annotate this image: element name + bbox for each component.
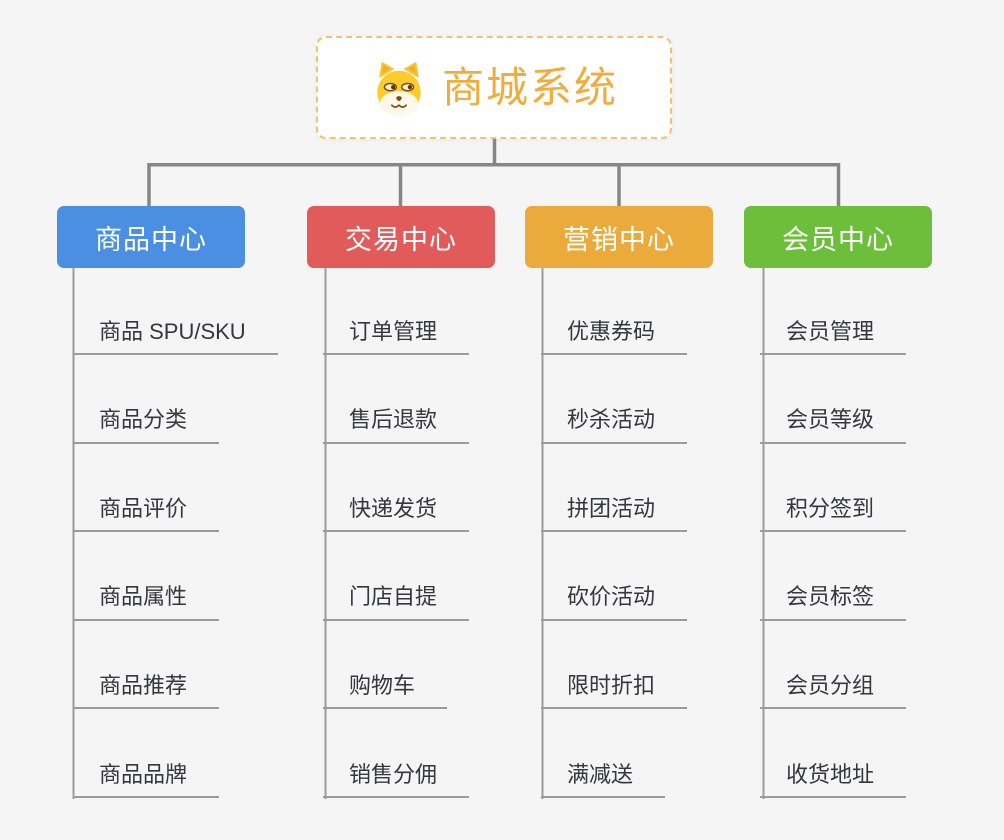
topic-node[interactable]: 会员等级 <box>760 407 907 444</box>
branch-header-product-center[interactable]: 商品中心 <box>57 206 245 268</box>
branch-label: 营销中心 <box>563 224 675 255</box>
topic-node[interactable]: 商品品牌 <box>73 762 220 798</box>
topic-node[interactable]: 会员管理 <box>760 319 907 355</box>
topic-node[interactable]: 秒杀活动 <box>541 407 688 444</box>
topic-node[interactable]: 会员分组 <box>760 673 907 710</box>
topic-node[interactable]: 购物车 <box>323 673 448 710</box>
topic-node[interactable]: 门店自提 <box>323 584 470 621</box>
topic-node[interactable]: 砍价活动 <box>541 584 688 621</box>
topic-node[interactable]: 商品评价 <box>73 496 220 533</box>
topic-node[interactable]: 满减送 <box>541 762 666 798</box>
branch-trade-center: 交易中心 订单管理 售后退款 快递发货 门店自提 购物车 销售分佣 <box>307 206 495 798</box>
branch-header-marketing-center[interactable]: 营销中心 <box>525 206 713 268</box>
topic-node[interactable]: 商品 SPU/SKU <box>73 319 278 355</box>
branch-product-center: 商品中心 商品 SPU/SKU 商品分类 商品评价 商品属性 商品推荐 商品品牌 <box>57 206 278 798</box>
branch-label: 交易中心 <box>345 224 457 255</box>
shiba-dog-icon <box>377 61 421 116</box>
topic-node[interactable]: 优惠券码 <box>541 319 688 355</box>
topic-node[interactable]: 拼团活动 <box>541 496 688 533</box>
branch-rail-line <box>147 163 841 207</box>
root-topic-title: 商城系统 <box>441 63 618 111</box>
topic-node[interactable]: 收货地址 <box>760 762 907 798</box>
topic-node[interactable]: 售后退款 <box>323 407 470 444</box>
branch-leaves: 优惠券码 秒杀活动 拼团活动 砍价活动 限时折扣 满减送 <box>541 269 688 798</box>
branch-leaves: 商品 SPU/SKU 商品分类 商品评价 商品属性 商品推荐 商品品牌 <box>73 269 278 798</box>
branch-leaves: 会员管理 会员等级 积分签到 会员标签 会员分组 收货地址 <box>760 269 907 798</box>
branch-label: 会员中心 <box>782 224 894 255</box>
topic-node[interactable]: 商品分类 <box>73 407 220 444</box>
branch-header-trade-center[interactable]: 交易中心 <box>307 206 495 268</box>
topic-node[interactable]: 销售分佣 <box>323 762 470 798</box>
branch-marketing-center: 营销中心 优惠券码 秒杀活动 拼团活动 砍价活动 限时折扣 满减送 <box>525 206 713 798</box>
branch-label: 商品中心 <box>95 224 207 255</box>
topic-node[interactable]: 商品推荐 <box>73 673 220 710</box>
topic-node[interactable]: 限时折扣 <box>541 673 688 710</box>
topic-node[interactable]: 快递发货 <box>323 496 470 533</box>
topic-node[interactable]: 积分签到 <box>760 496 907 533</box>
branch-leaves: 订单管理 售后退款 快递发货 门店自提 购物车 销售分佣 <box>323 269 470 798</box>
root-topic-node[interactable]: 商城系统 <box>316 36 672 139</box>
branch-header-member-center[interactable]: 会员中心 <box>744 206 932 268</box>
branch-member-center: 会员中心 会员管理 会员等级 积分签到 会员标签 会员分组 收货地址 <box>744 206 932 798</box>
topic-node[interactable]: 订单管理 <box>323 319 470 355</box>
topic-node[interactable]: 商品属性 <box>73 584 220 621</box>
topic-node[interactable]: 会员标签 <box>760 584 907 621</box>
